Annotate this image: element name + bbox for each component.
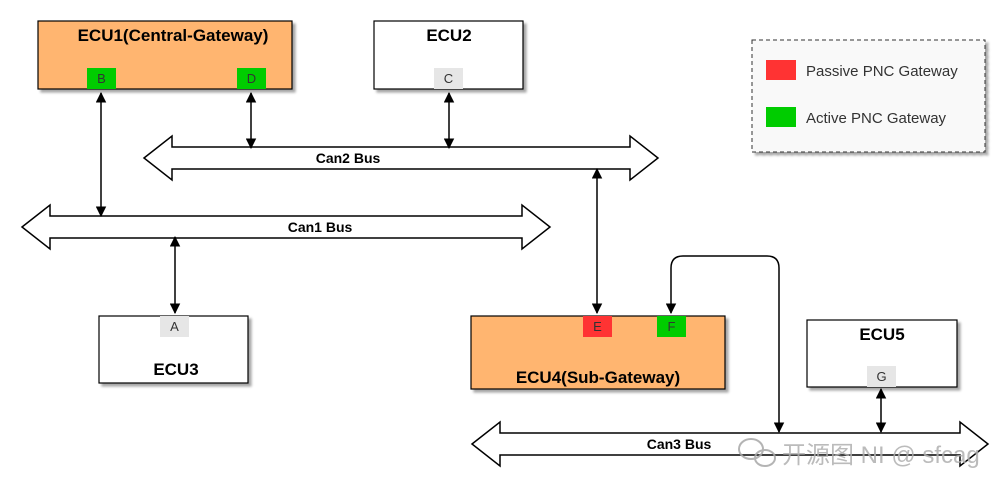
wechat-icon	[738, 438, 776, 467]
ecu4-box: E F ECU4(Sub-Gateway)	[470, 315, 726, 390]
ecu1-title: ECU1(Central-Gateway)	[78, 26, 269, 45]
port-a: A	[160, 316, 189, 337]
active-legend-label: Active PNC Gateway	[806, 110, 947, 127]
port-b: B	[87, 68, 116, 89]
ecu1-box: ECU1(Central-Gateway) B D	[37, 20, 293, 90]
ecu2-box: ECU2 C	[373, 20, 524, 90]
connections	[95, 91, 887, 434]
port-a-label: A	[170, 319, 179, 334]
ecu5-title: ECU5	[859, 325, 904, 344]
port-d: D	[237, 68, 266, 89]
port-f: F	[657, 316, 686, 337]
port-g: G	[867, 366, 896, 387]
ecu3-box: A ECU3	[98, 315, 249, 384]
port-e: E	[583, 316, 612, 337]
can3-bus-label: Can3 Bus	[647, 436, 712, 452]
port-c: C	[434, 68, 463, 89]
port-c-label: C	[444, 71, 453, 86]
watermark: 开源图 NI @ sfcag	[738, 438, 980, 469]
can1-bus: Can1 Bus	[20, 203, 552, 251]
active-swatch	[766, 107, 796, 127]
can2-bus: Can2 Bus	[142, 134, 660, 182]
can1-bus-label: Can1 Bus	[288, 219, 353, 235]
port-e-label: E	[593, 319, 602, 334]
ecu3-title: ECU3	[153, 360, 198, 379]
port-b-label: B	[97, 71, 106, 86]
legend: Passive PNC Gateway Active PNC Gateway	[751, 39, 986, 153]
ecu4-title: ECU4(Sub-Gateway)	[516, 368, 680, 387]
ecu2-title: ECU2	[426, 26, 471, 45]
passive-swatch	[766, 60, 796, 80]
ecu5-box: ECU5 G	[806, 319, 958, 388]
watermark-text: 开源图 NI @ sfcag	[782, 442, 980, 469]
can3-bus: Can3 Bus	[470, 420, 990, 468]
passive-legend-label: Passive PNC Gateway	[806, 63, 958, 80]
port-f-label: F	[668, 319, 676, 334]
port-d-label: D	[247, 71, 256, 86]
link-f-can3	[665, 255, 785, 434]
port-g-label: G	[876, 369, 886, 384]
can2-bus-label: Can2 Bus	[316, 150, 381, 166]
